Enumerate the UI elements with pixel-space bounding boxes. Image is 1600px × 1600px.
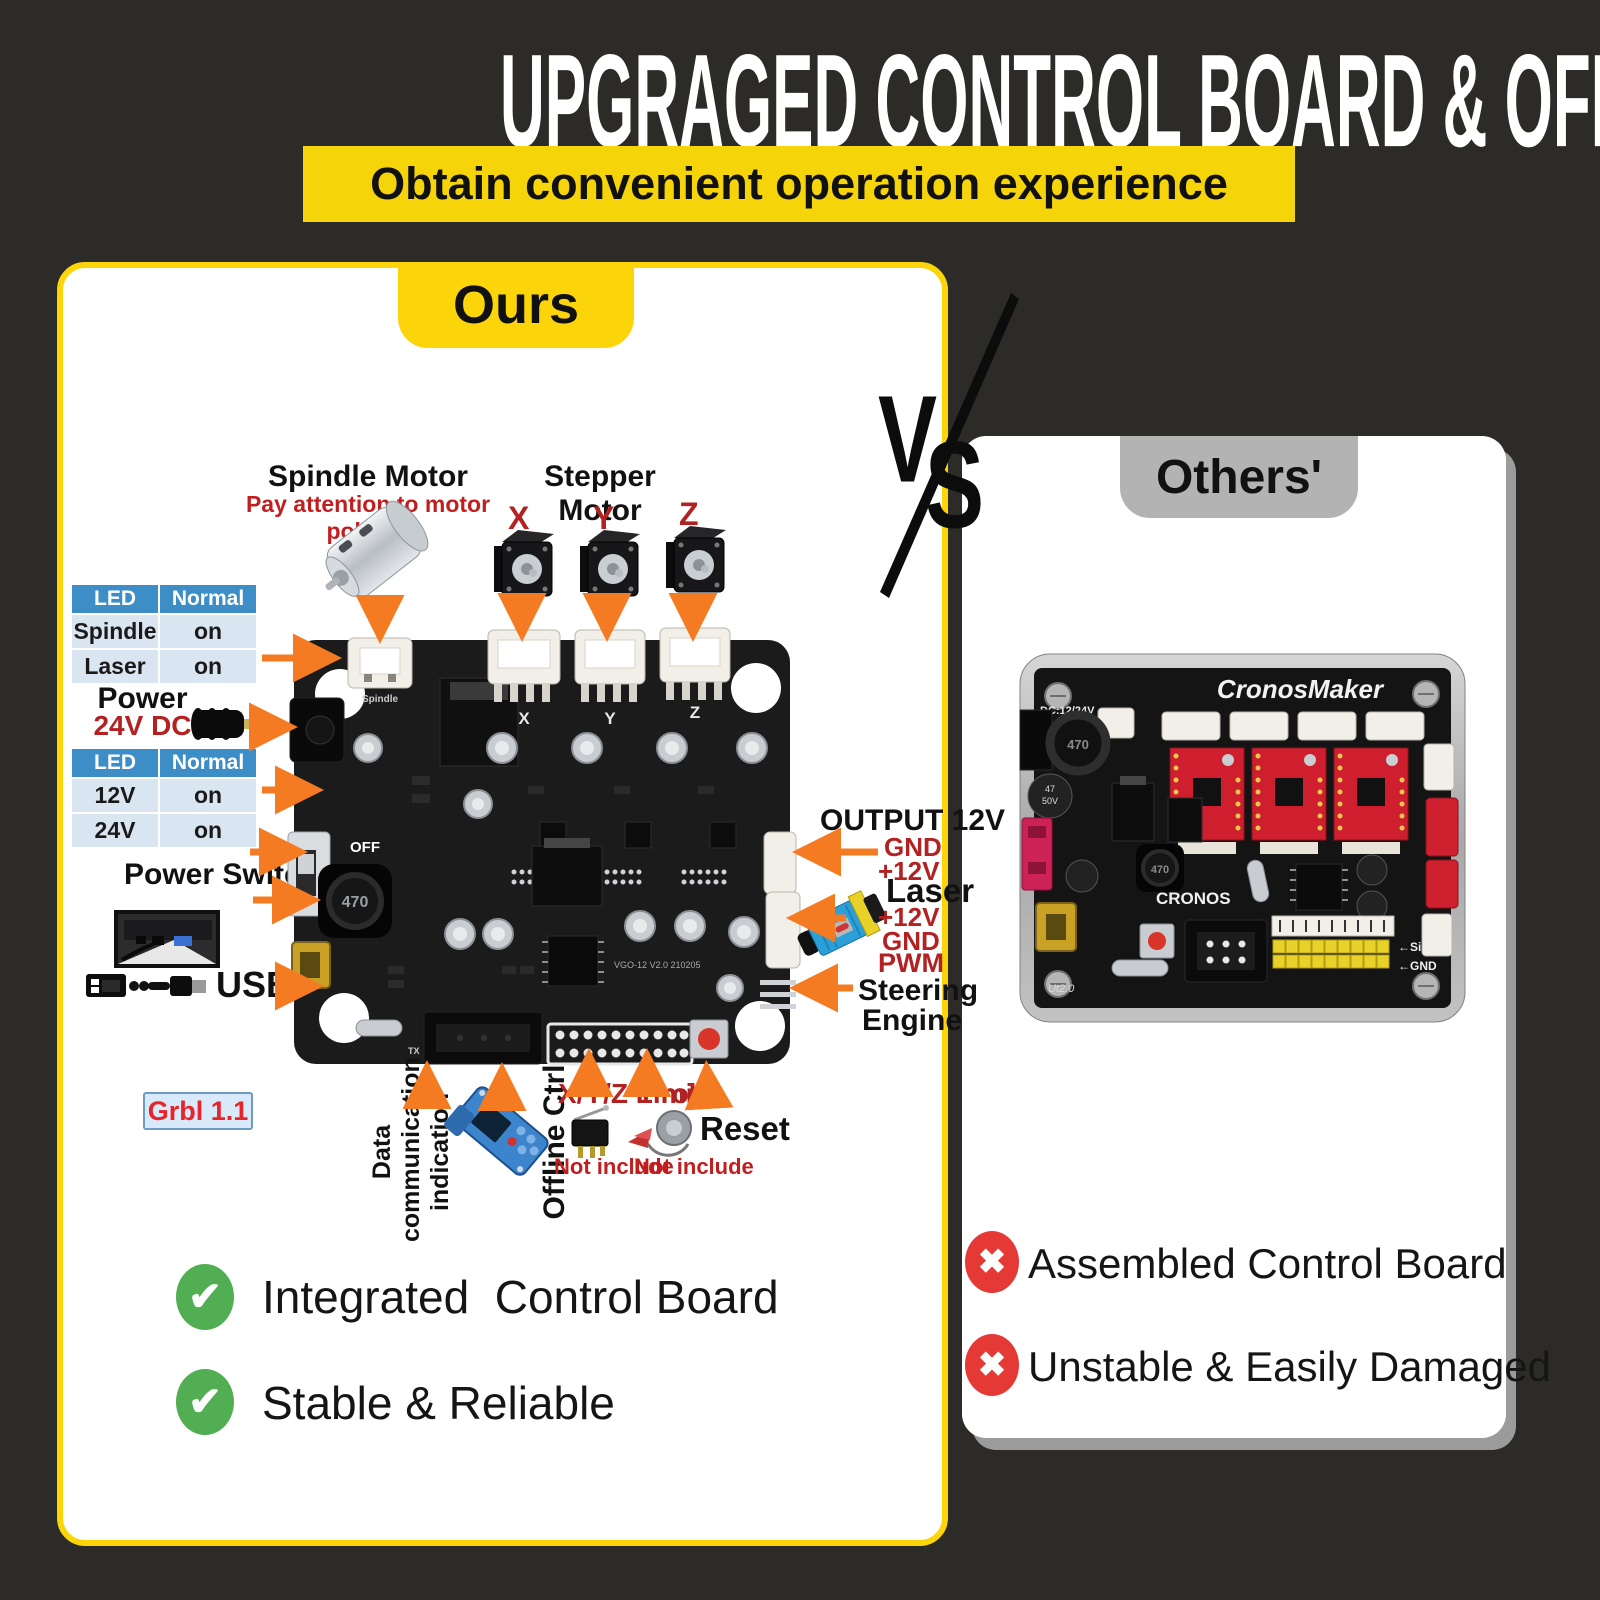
output-gnd-label: GND [884, 832, 942, 862]
probe-image [628, 1110, 692, 1157]
laptop-image [114, 910, 220, 968]
tab-others-label: Others' [1155, 450, 1323, 504]
spindle-motor-label: Spindle Motor [268, 460, 468, 493]
axis-x-label: X [508, 500, 530, 536]
not-include-label-2: Not include [634, 1154, 754, 1179]
svg-text:OFF: OFF [350, 839, 380, 856]
output-label: OUTPUT 12V [820, 804, 1006, 837]
steering-engine-label-2: Engine [862, 1004, 963, 1037]
stepper-motor-label: Stepper Motor [544, 460, 656, 527]
laser-gnd-label: GND [882, 926, 940, 956]
spindle-motor-image [325, 500, 429, 598]
svg-text:50V: 50V [1042, 796, 1058, 806]
subtitle-text: Obtain convenient operation experience [370, 158, 1228, 209]
check-icon: ✔ [176, 1264, 234, 1330]
power-value: 24V DC [93, 710, 192, 741]
svg-text:470: 470 [342, 894, 369, 911]
tab-others: Others' [1120, 436, 1358, 518]
others-control-board-image: CronosMaker DC:12/24V 470 [1019, 653, 1466, 1023]
svg-text:470: 470 [1067, 737, 1089, 752]
svg-text:CRONOS: CRONOS [1156, 889, 1231, 908]
check-icon: ✔ [176, 1369, 234, 1435]
svg-text:TX: TX [408, 1046, 420, 1056]
svg-text:47: 47 [1045, 784, 1055, 794]
col-led: LED [72, 749, 160, 777]
stepper-motor-x-image [494, 530, 554, 597]
laser-12v-label: +12V [878, 902, 940, 932]
svg-text:VGO-12 V2.0 210205: VGO-12 V2.0 210205 [614, 960, 701, 970]
svg-text:Ut2.0: Ut2.0 [1048, 983, 1075, 995]
con-item-1: Assembled Control Board [1028, 1240, 1507, 1287]
axis-y-label: Y [593, 500, 615, 536]
not-include-label-1: Not include [554, 1154, 674, 1179]
laser-label: Laser [886, 872, 975, 909]
svg-text:Z: Z [690, 703, 700, 722]
stepper-motor-z-image [666, 526, 726, 593]
tab-ours-label: Ours [452, 275, 580, 335]
grbl-badge: Grbl 1.1 [143, 1092, 253, 1130]
stepper-motor-y-image [580, 530, 640, 597]
pro-item-1: Integrated Control Board [262, 1271, 779, 1323]
svg-text:470: 470 [1151, 864, 1169, 876]
svg-text:X: X [518, 709, 530, 728]
svg-text:Spindle: Spindle [362, 694, 399, 705]
output-12v-label: +12V [878, 856, 940, 886]
col-normal: Normal [171, 587, 245, 610]
power-label: Power [97, 682, 188, 715]
subtitle-banner: Obtain convenient operation experience [303, 146, 1295, 222]
tab-ours: Ours [398, 262, 634, 348]
svg-text:←GND: ←GND [1398, 959, 1437, 973]
steering-engine-label-1: Steering [858, 974, 979, 1007]
cross-icon: ✖ [965, 1231, 1019, 1293]
usb-cable-image [86, 974, 206, 997]
cross-icon: ✖ [965, 1334, 1019, 1396]
col-normal: Normal [171, 751, 245, 774]
axis-z-label: Z [679, 496, 699, 532]
dc-plug-image [191, 708, 274, 740]
col-led: LED [72, 585, 160, 613]
laser-pwm-label: PWM [878, 948, 944, 978]
con-item-2: Unstable & Easily Damaged [1028, 1343, 1551, 1390]
pro-item-2: Stable & Reliable [262, 1377, 615, 1429]
svg-text:Y: Y [604, 709, 616, 728]
svg-text:CronosMaker: CronosMaker [1217, 674, 1385, 704]
limit-switch-image [571, 1105, 609, 1158]
reset-label: Reset [700, 1110, 790, 1147]
